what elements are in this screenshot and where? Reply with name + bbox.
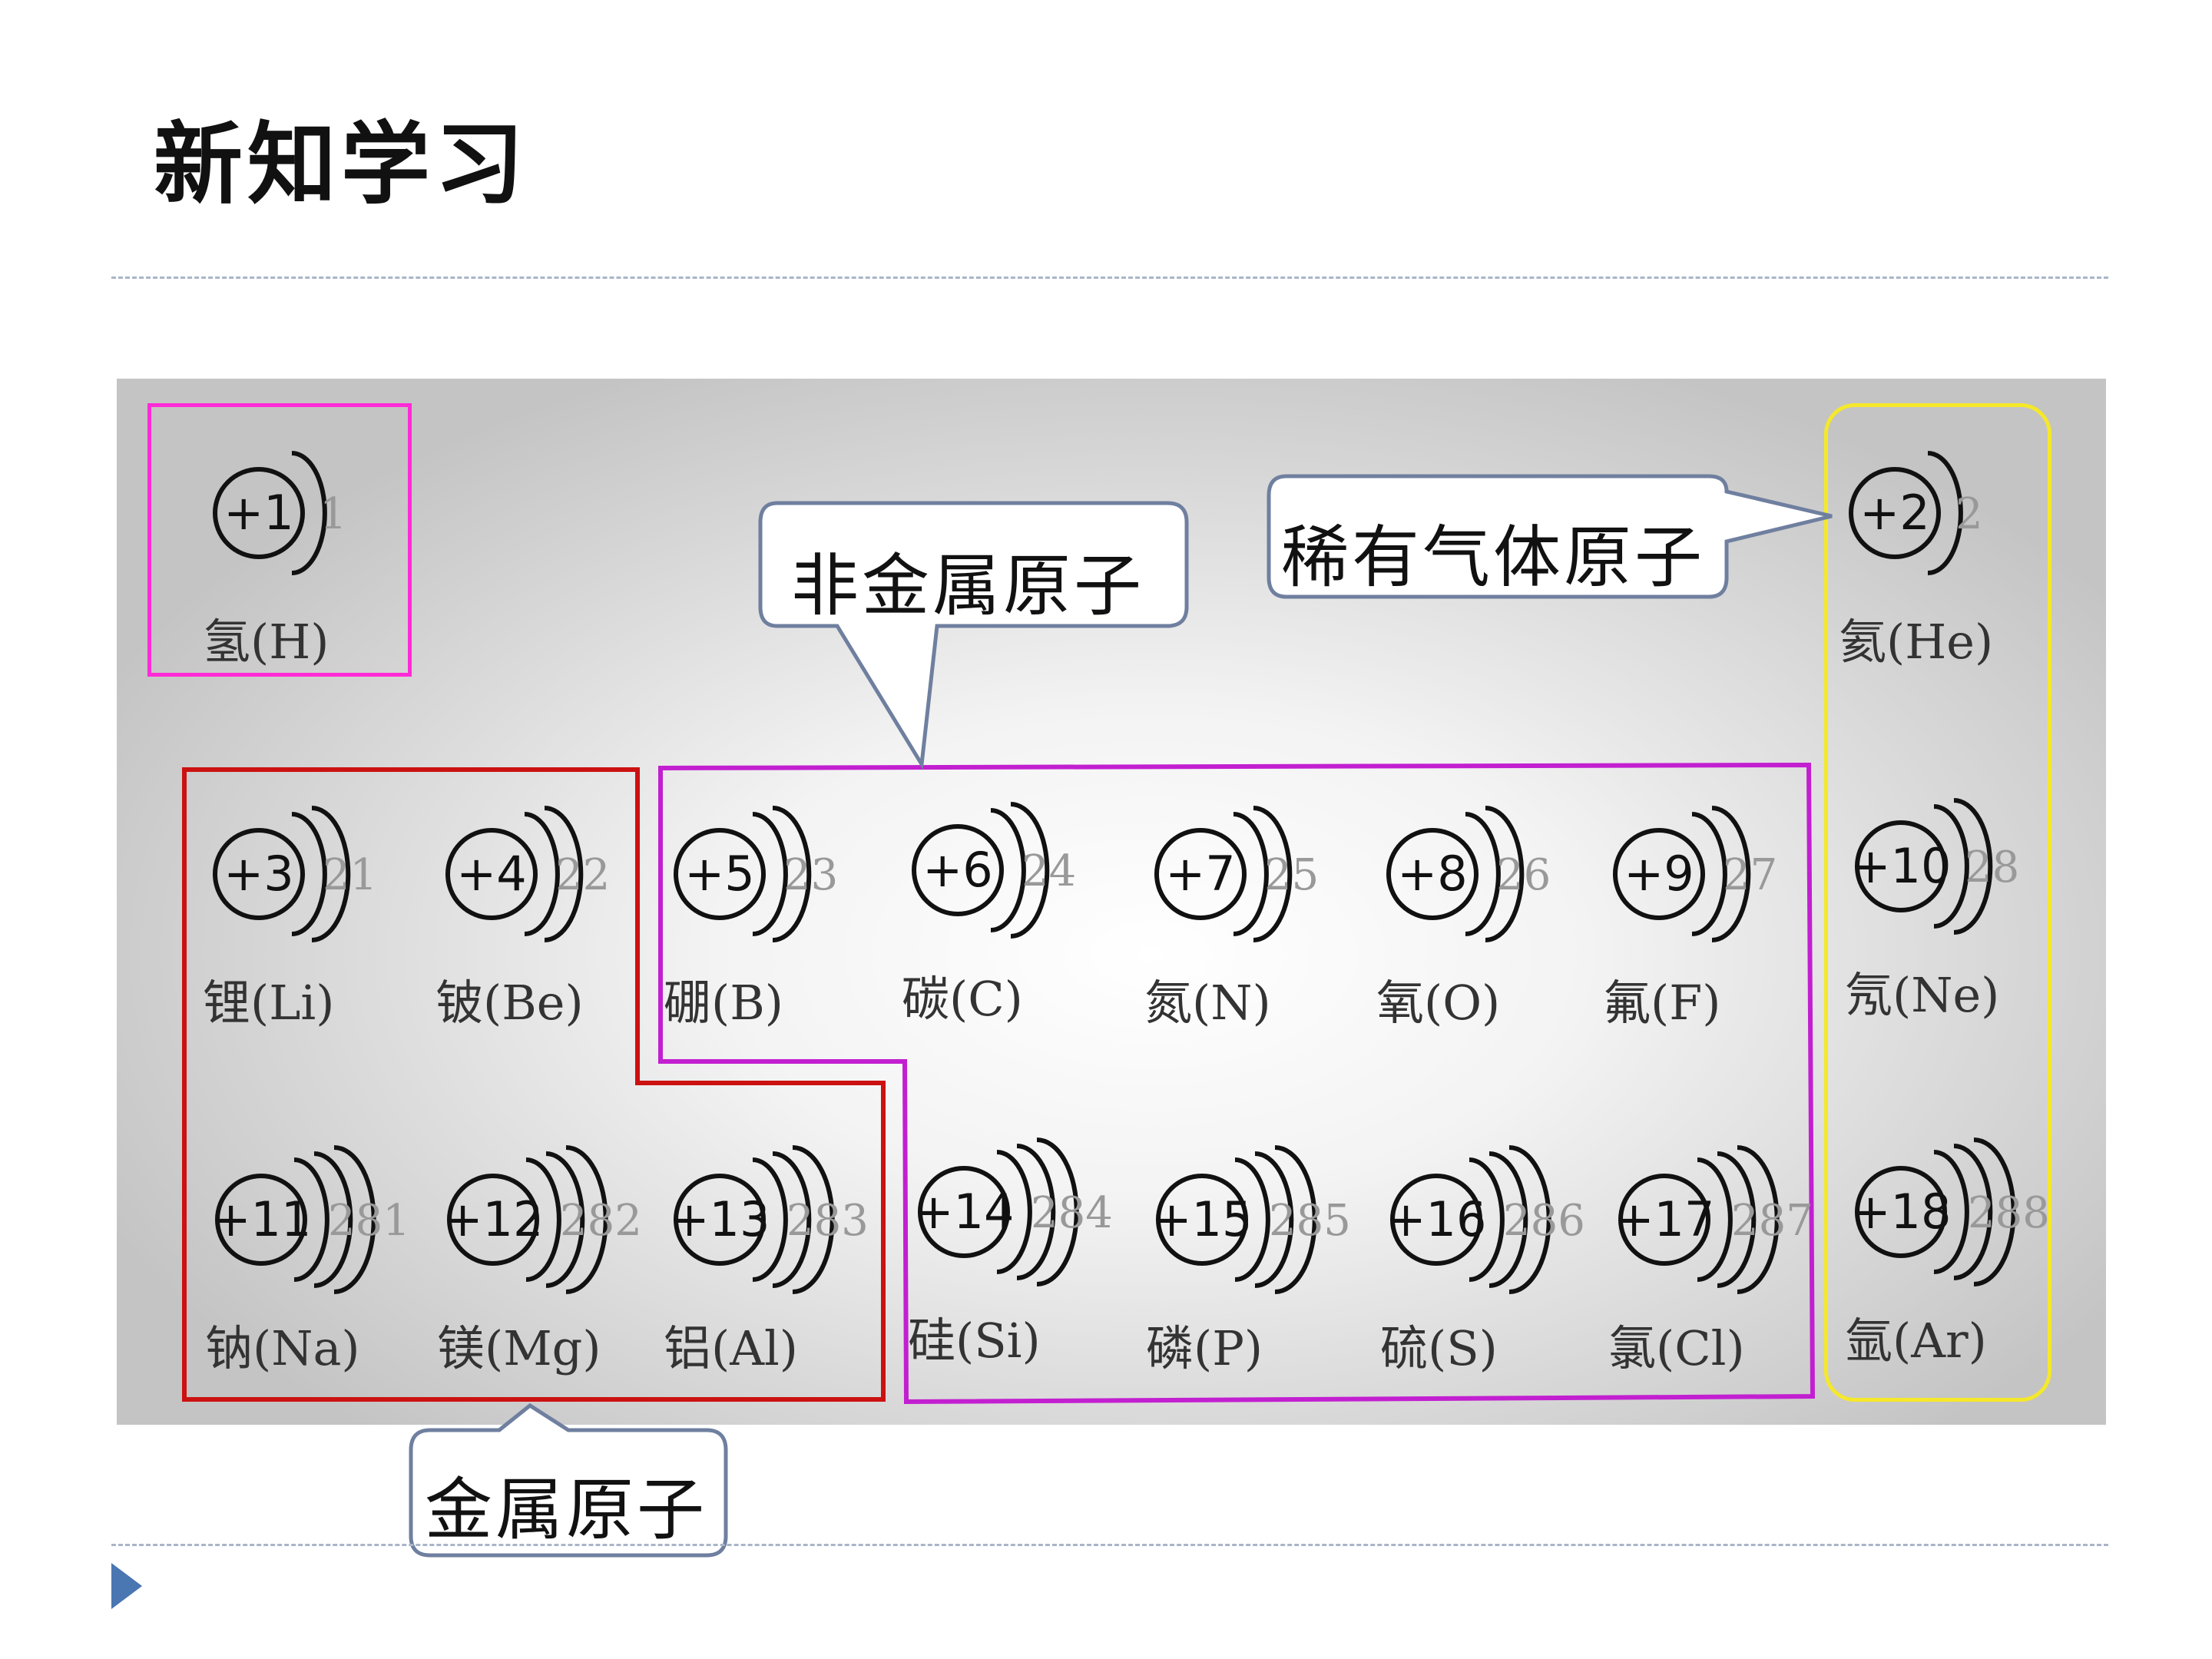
nucleus-circle-icon [1855,798,1993,935]
electron-shell-counts: 283 [786,1196,869,1246]
nucleus-charge: +17 [1614,1191,1715,1247]
electron-shell-counts: 282 [560,1196,642,1246]
nucleus-circle-icon [1154,806,1293,942]
nucleus-circle-icon [1386,806,1525,942]
element-name: 磷(P) [1146,1320,1263,1376]
element-name: 氮(N) [1144,975,1271,1031]
next-slide-arrow-icon[interactable] [111,1563,142,1609]
electron-shell-counts: 2 [1955,489,1983,539]
electron-shell-counts: 285 [1269,1196,1351,1246]
atom-diagram: +13 283 铝(Al) [662,1145,892,1376]
atom-diagram: +12 282 镁(Mg) [435,1145,666,1376]
nucleus-charge: +15 [1151,1191,1253,1247]
element-name: 氩(Ar) [1845,1313,1987,1369]
nucleus-circle-icon [912,802,1050,939]
element-name: 铍(Be) [435,975,584,1031]
electron-shell-counts: 281 [328,1196,410,1246]
nucleus-circle-icon [1390,1145,1551,1294]
atom-diagram: +10 28 氖(Ne) [1843,795,2074,1023]
atom-diagram: +4 22 铍(Be) [434,803,664,1031]
electron-shell-counts: 21 [323,850,378,900]
element-name: 钠(Na) [205,1320,360,1376]
nucleus-circle-icon [1855,1137,2016,1286]
electron-shell-counts: 287 [1731,1196,1813,1246]
atom-diagram: +7 25 氮(N) [1143,803,1373,1031]
nucleus-charge: +6 [922,842,993,898]
element-name: 氧(O) [1376,975,1501,1031]
noble-gas-group-box [1824,403,2051,1402]
electron-shell-counts: 22 [555,850,611,900]
nucleus-circle-icon [447,1145,608,1294]
nucleus-circle-icon [1156,1145,1317,1294]
nonmetal-callout-label: 非金属原子 [791,546,1145,625]
nucleus-circle-icon [1613,806,1751,942]
nucleus-circle-icon [213,451,327,575]
electron-shell-counts: 288 [1968,1188,2050,1238]
electron-shell-counts: 1 [320,489,347,539]
nucleus-charge: +12 [442,1191,544,1247]
atom-diagram: +14 284 硅(Si) [906,1137,1137,1369]
element-name: 镁(Mg) [437,1320,601,1376]
nucleus-charge: +11 [210,1191,312,1247]
atom-diagram: +9 27 氟(F) [1601,803,1832,1031]
atom-diagram: +11 281 钠(Na) [204,1145,434,1376]
nucleus-charge: +4 [456,846,527,902]
noble-gas-callout-label: 稀有气体原子 [1281,518,1706,597]
atom-diagram: +15 285 磷(P) [1144,1145,1375,1376]
atom-diagram: +5 23 硼(B) [662,803,892,1031]
nucleus-circle-icon [674,806,812,942]
nucleus-circle-icon [674,1145,835,1294]
electron-shell-counts: 286 [1503,1196,1585,1246]
electron-shell-counts: 24 [1022,846,1077,896]
nucleus-charge: +5 [684,846,755,902]
element-name: 氖(Ne) [1845,967,2000,1023]
nucleus-circle-icon [215,1145,376,1294]
nucleus-charge: +3 [224,846,294,902]
electron-shell-counts: 27 [1723,850,1778,900]
nucleus-charge: +14 [913,1184,1015,1240]
nucleus-charge: +16 [1386,1191,1487,1247]
electron-shell-counts: 28 [1965,843,2020,892]
electron-shell-counts: 284 [1031,1188,1113,1238]
element-name: 氢(H) [203,614,329,670]
element-name: 锂(Li) [203,975,335,1031]
element-name: 硅(Si) [908,1313,1041,1369]
atom-diagram: +3 21 锂(Li) [201,803,432,1031]
atom-diagram: +16 286 硫(S) [1379,1145,1609,1376]
electron-shell-counts: 26 [1496,850,1551,900]
atom-diagram: +1 1 氢(H) [201,442,432,670]
nucleus-charge: +18 [1850,1184,1952,1240]
nucleus-charge: +7 [1165,846,1236,902]
nucleus-charge: +10 [1850,838,1952,894]
element-name: 硫(S) [1380,1320,1498,1376]
nucleus-charge: +1 [224,485,294,541]
nucleus-circle-icon [918,1137,1079,1286]
electron-shell-counts: 23 [783,850,839,900]
slide-title: 新知学习 [154,112,528,217]
element-name: 氯(Cl) [1608,1320,1745,1376]
electron-shell-counts: 25 [1264,850,1320,900]
element-name: 碳(C) [902,971,1023,1027]
nucleus-circle-icon [1618,1145,1780,1294]
nucleus-circle-icon [445,806,584,942]
atom-diagram: +8 26 氧(O) [1375,803,1605,1031]
nucleus-circle-icon [213,806,351,942]
nucleus-charge: +13 [669,1191,770,1247]
element-name: 氦(He) [1839,614,1994,670]
element-name: 铝(Al) [664,1320,798,1376]
element-name: 硼(B) [664,975,783,1031]
atom-diagram: +18 288 氩(Ar) [1843,1137,2074,1369]
element-name: 氟(F) [1603,975,1721,1031]
hydrogen-group-box [147,403,412,677]
atom-diagram: +17 287 氯(Cl) [1607,1145,1837,1376]
nucleus-circle-icon [1849,451,1963,575]
top-divider [111,276,2108,279]
bottom-divider [111,1544,2108,1546]
metal-callout-label: 金属原子 [425,1470,708,1549]
nucleus-charge: +9 [1624,846,1694,902]
atom-diagram: +6 24 碳(C) [900,799,1131,1027]
nucleus-charge: +2 [1859,485,1930,541]
nucleus-charge: +8 [1397,846,1468,902]
atom-diagram: +2 2 氦(He) [1837,442,2068,670]
